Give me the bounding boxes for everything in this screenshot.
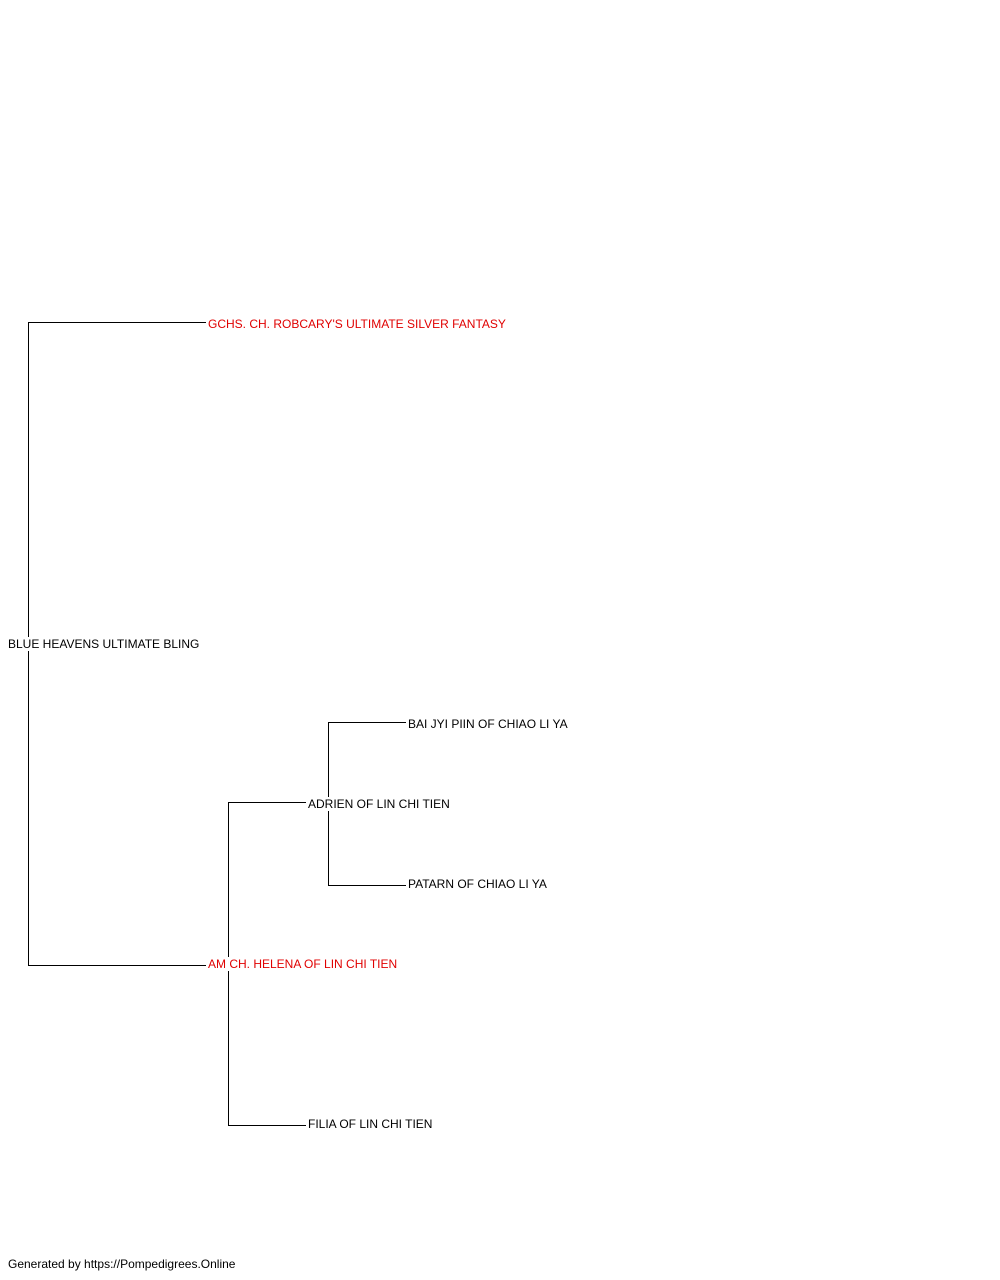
dam-sire-name: ADRIEN OF LIN CHI TIEN xyxy=(307,797,451,811)
dam-sire-sire-name: BAI JYI PIIN OF CHIAO LI YA xyxy=(407,717,569,731)
generated-by-footer: Generated by https://Pompedigrees.Online xyxy=(8,1257,236,1271)
dam-dam-name: FILIA OF LIN CHI TIEN xyxy=(307,1117,434,1131)
dam-sire-dam-name: PATARN OF CHIAO LI YA xyxy=(407,877,548,891)
dam-name: AM CH. HELENA OF LIN CHI TIEN xyxy=(207,957,399,971)
subject-name: BLUE HEAVENS ULTIMATE BLING xyxy=(7,637,201,651)
sire-name: GCHS. CH. ROBCARY'S ULTIMATE SILVER FANT… xyxy=(207,317,507,331)
